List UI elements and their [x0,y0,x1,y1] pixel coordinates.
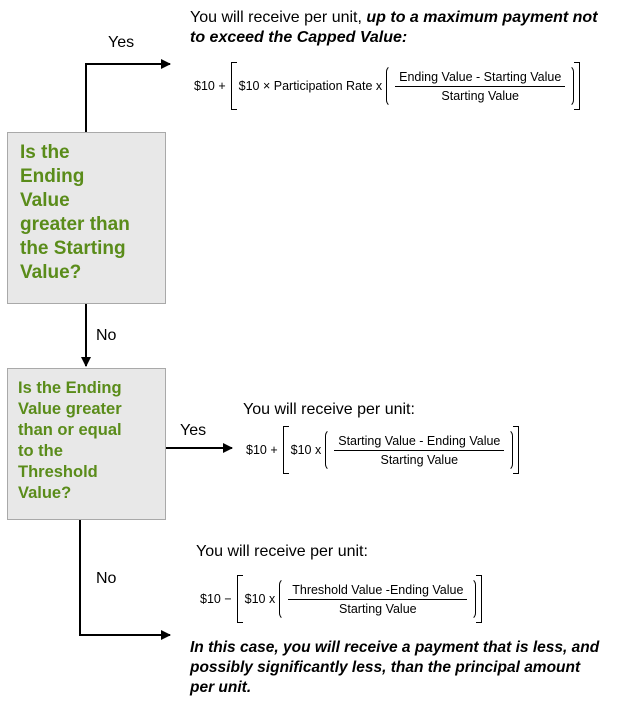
outcome-3-note: In this case, you will receive a payment… [190,639,600,696]
right-paren-icon [506,429,514,471]
right-bracket-icon [574,62,581,110]
no-label-2: No [96,570,117,587]
formula-3-numerator: Threshold Value -Ending Value [288,583,468,600]
outcome-2-formula: $10 + $10 x Starting Value - Ending Valu… [246,426,520,474]
right-paren-icon [469,578,477,620]
decision-2-question: Is the Ending Value greater than or equa… [18,379,122,502]
formula-2-prefix: $10 + [246,443,278,457]
yes-arrow-1 [85,59,171,132]
outcome-1-text: You will receive per unit, up to a maxim… [190,9,598,46]
outcome-3-formula: $10 − $10 x Threshold Value -Ending Valu… [200,575,483,623]
formula-3-inner: $10 x [244,592,276,606]
no-label-1: No [96,327,117,344]
formula-2-denominator: Starting Value [380,452,459,467]
left-bracket-icon [230,62,237,110]
no-arrow-2 [79,520,171,640]
yes-label-1: Yes [108,34,135,51]
left-bracket-icon [236,575,243,623]
formula-3-denominator: Starting Value [339,601,417,616]
formula-1-numerator: Ending Value - Starting Value [395,70,566,87]
formula-1-prefix: $10 + [194,79,226,93]
formula-1-denominator: Starting Value [441,88,520,103]
right-paren-icon [567,65,575,107]
formula-2-inner: $10 x [290,443,322,457]
decision-box-1: Is the Ending Value greater than the Sta… [7,132,166,304]
outcome-3-text: You will receive per unit: [196,543,368,560]
yes-label-2: Yes [180,422,207,439]
left-paren-icon [279,578,286,620]
decision-1-question: Is the Ending Value greater than the Sta… [20,142,130,283]
outcome-2-text: You will receive per unit: [243,401,415,418]
decision-box-2: Is the Ending Value greater than or equa… [7,368,166,520]
formula-1-inner: $10 × Participation Rate x [238,79,383,93]
left-paren-icon [386,65,393,107]
formula-2-numerator: Starting Value - Ending Value [334,434,505,451]
outcome-1-formula: $10 + $10 × Participation Rate x Ending … [194,62,581,110]
right-bracket-icon [476,575,483,623]
formula-3-prefix: $10 − [200,592,232,606]
right-bracket-icon [513,426,520,474]
left-paren-icon [325,429,332,471]
left-bracket-icon [282,426,289,474]
